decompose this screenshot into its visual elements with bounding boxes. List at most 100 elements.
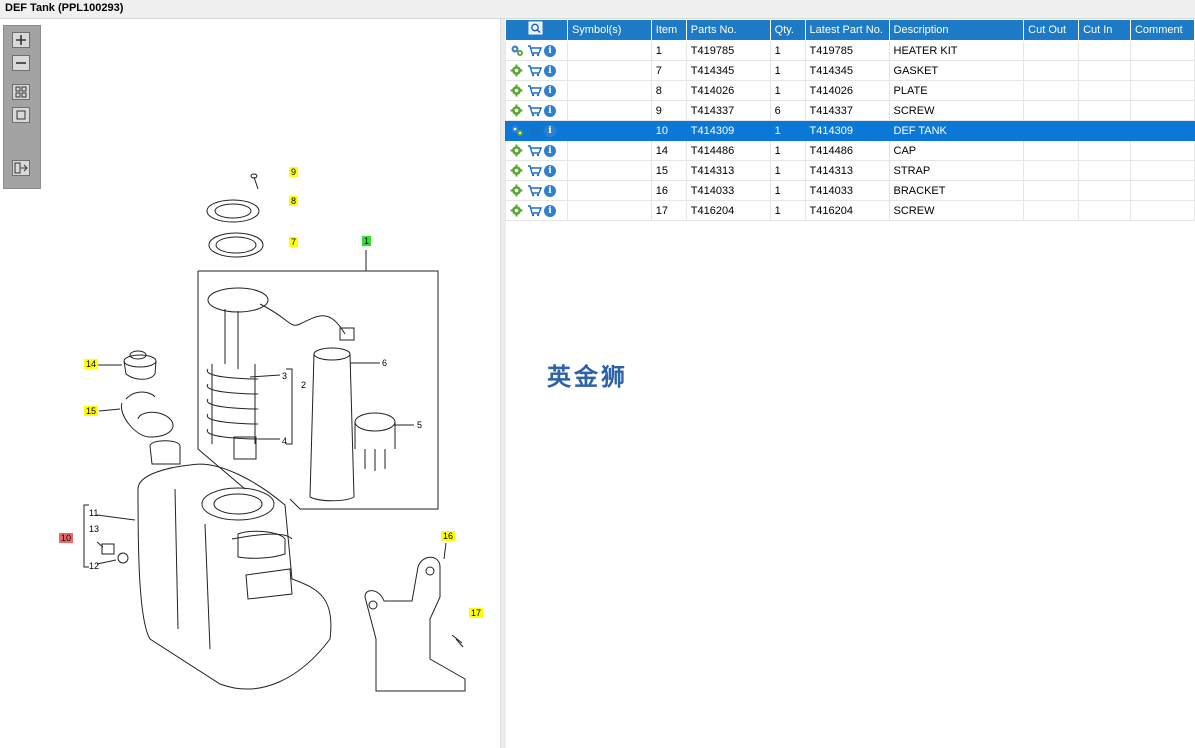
symbols-cell [566, 180, 652, 201]
gear-icon[interactable] [510, 84, 524, 97]
gear-icon[interactable] [510, 184, 524, 197]
description-cell: STRAP [888, 160, 1025, 181]
item-cell: 17 [650, 200, 687, 221]
parts-no-cell: T414345 [685, 60, 771, 81]
info-icon[interactable]: i [544, 44, 556, 57]
gear-icon[interactable] [510, 164, 524, 177]
info-icon[interactable]: i [544, 64, 556, 77]
info-icon[interactable]: i [544, 184, 556, 197]
gear-icon[interactable] [510, 104, 524, 117]
cut-in-cell [1078, 120, 1131, 141]
comment-cell [1129, 180, 1195, 201]
column-header-qty[interactable]: Qty. [769, 19, 806, 41]
symbols-cell [566, 160, 652, 181]
cut-out-cell [1023, 60, 1080, 81]
symbols-cell [566, 40, 652, 61]
row-actions-cell: i [505, 140, 568, 161]
gear-icon[interactable] [510, 204, 524, 217]
export-icon[interactable] [12, 160, 30, 176]
fit-all-icon[interactable] [12, 84, 30, 100]
item-cell: 14 [650, 140, 687, 161]
callout-7[interactable]: 7 [289, 237, 299, 247]
item-cell: 10 [650, 120, 687, 141]
cut-in-cell [1078, 40, 1131, 61]
cut-out-cell [1023, 120, 1080, 141]
qty-cell: 1 [769, 80, 806, 101]
cart-icon[interactable] [527, 144, 543, 157]
column-header-latest-part-no[interactable]: Latest Part No. [804, 19, 890, 41]
description-cell: PLATE [888, 80, 1025, 101]
cart-icon[interactable] [527, 64, 543, 77]
info-icon[interactable]: i [544, 164, 556, 177]
label-13: 13 [89, 524, 100, 534]
kit-icon[interactable] [510, 124, 524, 137]
callout-15[interactable]: 15 [84, 406, 99, 416]
zoom-out-icon[interactable] [12, 55, 30, 71]
parts-no-cell: T414033 [685, 180, 771, 201]
latest-part-no-cell: T414486 [804, 140, 890, 161]
latest-part-no-cell: T416204 [804, 200, 890, 221]
cart-icon[interactable] [527, 164, 543, 177]
column-header-search[interactable] [505, 19, 568, 41]
cut-in-cell [1078, 80, 1131, 101]
column-header-cut-in[interactable]: Cut In [1078, 19, 1131, 41]
cart-icon[interactable] [527, 84, 543, 97]
column-header-cut-out[interactable]: Cut Out [1023, 19, 1080, 41]
qty-cell: 1 [769, 160, 806, 181]
cut-out-cell [1023, 200, 1080, 221]
callout-16[interactable]: 16 [441, 531, 456, 541]
callout-14[interactable]: 14 [84, 359, 99, 369]
gear-icon[interactable] [510, 64, 524, 77]
cart-icon[interactable] [527, 204, 543, 217]
gear-icon[interactable] [510, 144, 524, 157]
column-header-item[interactable]: Item [650, 19, 687, 41]
column-header-comment[interactable]: Comment [1129, 19, 1195, 41]
qty-cell: 6 [769, 100, 806, 121]
column-header-description[interactable]: Description [888, 19, 1025, 41]
description-cell: DEF TANK [888, 120, 1025, 141]
callout-8[interactable]: 8 [289, 196, 299, 206]
cut-in-cell [1078, 100, 1131, 121]
cut-out-cell [1023, 100, 1080, 121]
comment-cell [1129, 120, 1195, 141]
actual-size-icon[interactable] [12, 107, 30, 123]
qty-cell: 1 [769, 60, 806, 81]
table-header-row: Symbol(s) Item Parts No. Qty. Latest Par… [505, 19, 1195, 41]
info-icon[interactable]: i [544, 144, 556, 157]
qty-cell: 1 [769, 140, 806, 161]
callout-9[interactable]: 9 [289, 167, 299, 177]
kit-icon[interactable] [510, 44, 524, 57]
callout-17[interactable]: 17 [469, 608, 484, 618]
comment-cell [1129, 140, 1195, 161]
pane-splitter[interactable] [500, 19, 506, 748]
info-icon[interactable]: i [544, 124, 556, 137]
label-3: 3 [282, 371, 288, 381]
diagram-pane[interactable]: 9 8 7 1 14 15 10 16 17 6 3 2 4 5 11 13 1… [0, 19, 500, 748]
info-icon[interactable]: i [544, 204, 556, 217]
callout-10[interactable]: 10 [59, 533, 74, 543]
qty-cell: 1 [769, 120, 806, 141]
column-header-parts-no[interactable]: Parts No. [685, 19, 771, 41]
cart-icon[interactable] [527, 104, 543, 117]
comment-cell [1129, 80, 1195, 101]
row-actions-cell: i [505, 180, 568, 201]
callout-1[interactable]: 1 [362, 236, 372, 246]
cart-icon[interactable] [527, 44, 543, 57]
cart-icon[interactable] [527, 184, 543, 197]
zoom-in-icon[interactable] [12, 32, 30, 48]
info-icon[interactable]: i [544, 84, 556, 97]
parts-no-cell: T416204 [685, 200, 771, 221]
column-header-symbols[interactable]: Symbol(s) [566, 19, 652, 41]
info-icon[interactable]: i [544, 104, 556, 117]
search-icon[interactable] [528, 21, 544, 36]
cart-icon[interactable] [527, 124, 543, 137]
